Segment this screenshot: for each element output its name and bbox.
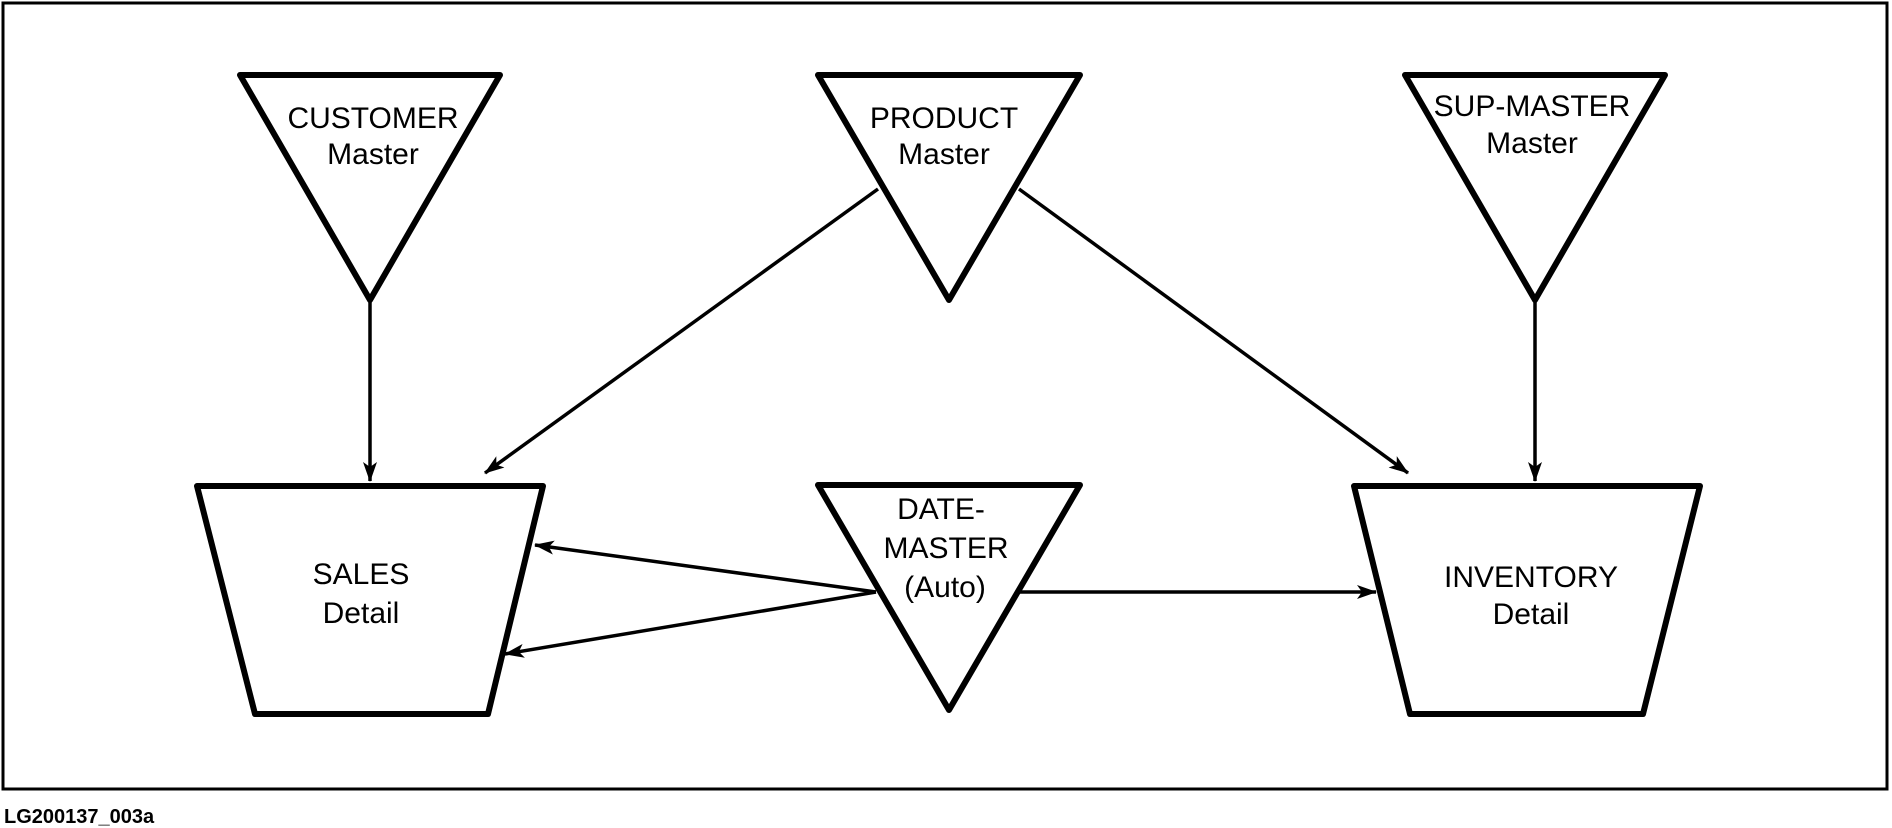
master-triangle-sup-master [1402,72,1668,303]
master-triangle-date-master [815,482,1083,713]
edge-product-to-inventory [1017,187,1410,475]
node-label-date-master-line1: DATE- [897,493,985,526]
node-label-sup-master-line1: SUP-MASTER [1434,90,1631,123]
node-label-sales-line2: Detail [323,597,400,630]
node-inventory-detail: INVENTORY Detail [1351,483,1703,717]
node-sup-master-master: SUP-MASTER Master [1402,72,1668,303]
master-triangle-product [815,72,1083,303]
node-customer-master: CUSTOMER Master [237,72,503,303]
node-label-date-master-line3: (Auto) [904,571,986,604]
node-label-sup-master-line2: Master [1486,127,1578,160]
diagram-frame [1,1,1889,791]
node-label-date-master-line2: MASTER [883,532,1008,565]
node-label-customer-line2: Master [327,138,419,171]
edge-date-master-to-sales-lower [504,590,877,658]
figure-id-label: LG200137_003a [4,806,155,828]
edge-date-master-to-sales-upper [534,540,877,594]
edge-product-to-sales [483,187,880,475]
node-label-sales-line1: SALES [313,558,410,591]
edges [363,187,1542,658]
node-product-master: PRODUCT Master [815,72,1083,303]
node-label-inventory-line1: INVENTORY [1444,561,1618,594]
node-date-master: DATE- MASTER (Auto) [815,482,1083,713]
master-triangle-customer [237,72,503,303]
detail-trapezoid-inventory [1351,483,1703,717]
node-label-customer-line1: CUSTOMER [287,102,458,135]
detail-trapezoid-sales [194,483,546,717]
node-label-product-line1: PRODUCT [870,102,1018,135]
node-label-inventory-line2: Detail [1493,598,1570,631]
node-sales-detail: SALES Detail [194,483,546,717]
node-label-product-line2: Master [898,138,990,171]
